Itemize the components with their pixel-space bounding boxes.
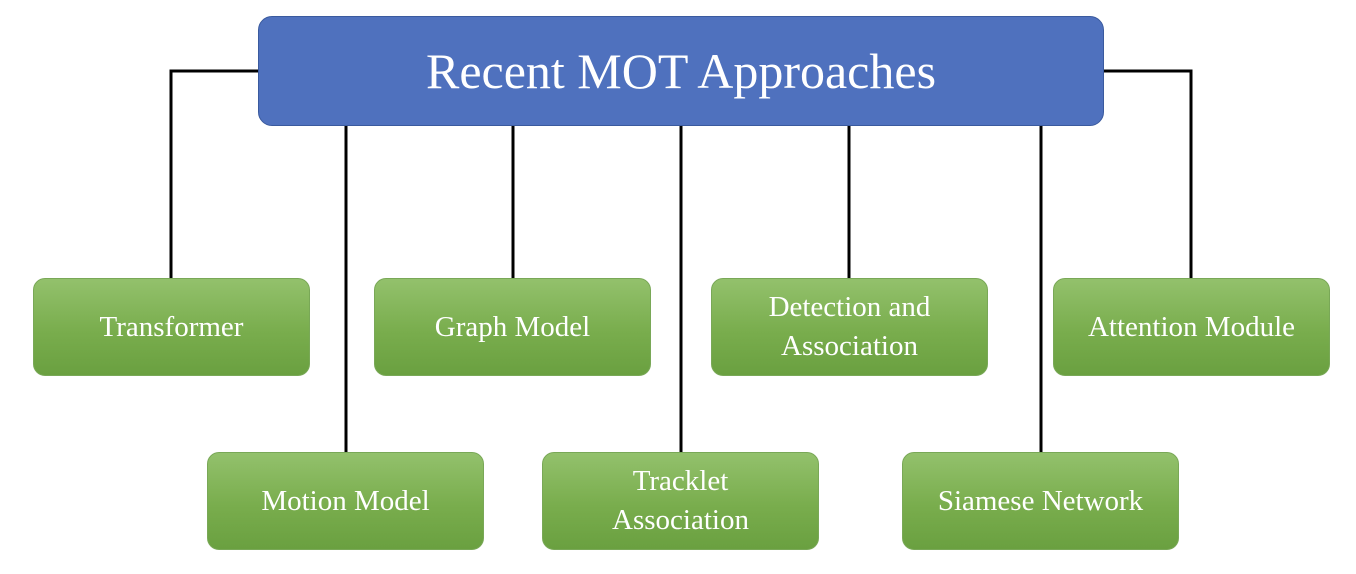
node-label: Attention Module (1087, 310, 1295, 343)
root-node: Recent MOT Approaches (258, 16, 1104, 126)
node-siamese-network: Siamese Network (902, 452, 1179, 550)
node-graph-model: Graph Model (374, 278, 651, 376)
node-tracklet-association: Tracklet Association (542, 452, 819, 550)
node-label: Tracklet Association (612, 465, 749, 536)
connector-transformer (169, 69, 258, 278)
connector-attention-module (1104, 69, 1193, 278)
node-attention-module: Attention Module (1053, 278, 1330, 376)
node-detection-and-association: Detection and Association (711, 278, 988, 376)
node-label: Transformer (99, 310, 244, 343)
node-label: Motion Model (261, 484, 430, 517)
node-label: Siamese Network (937, 484, 1144, 517)
root-node-label: Recent MOT Approaches (425, 43, 937, 99)
node-label: Graph Model (434, 310, 591, 343)
node-transformer: Transformer (33, 278, 310, 376)
node-motion-model: Motion Model (207, 452, 484, 550)
node-label: Detection and Association (768, 291, 931, 362)
